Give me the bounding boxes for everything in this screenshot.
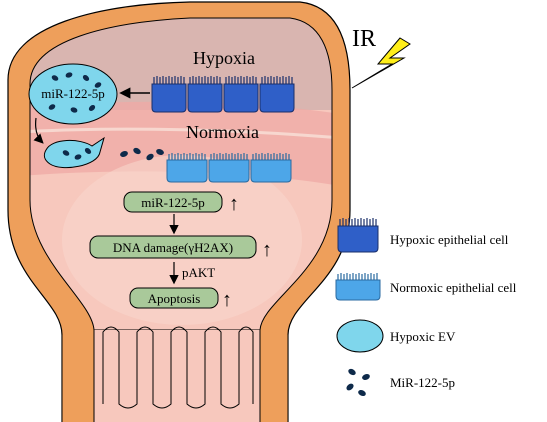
released-mirna-dots <box>62 147 164 161</box>
legend-item-mirna: MiR-122-5p <box>346 368 455 397</box>
hypoxic-ev-icon <box>336 319 384 353</box>
normoxic-epithelial-cell-icon <box>335 273 381 301</box>
legend-label-mirna: MiR-122-5p <box>390 375 455 390</box>
legend: Hypoxic epithelial cell Normoxic epithel… <box>335 218 517 397</box>
pathway-box-apoptosis <box>129 287 219 309</box>
legend-item-hypoxic-ev: Hypoxic EV <box>336 319 456 353</box>
intestinal-villi <box>102 326 254 409</box>
ev-transfer-arrow <box>33 117 44 144</box>
pathway-dna-damage-label: DNA damage(γH2AX) <box>113 240 233 255</box>
pathway-mirna-label: miR-122-5p <box>141 195 205 210</box>
ir-lightning-bolt-icon <box>351 37 411 89</box>
dna-damage-up-arrow: ↑ <box>262 239 272 261</box>
pakt-label: pAKT <box>182 265 215 280</box>
hypoxic-epithelial-cell-icon <box>337 218 379 253</box>
ir-label: IR <box>352 26 376 52</box>
pathway-box-dna-damage <box>89 235 257 259</box>
mirna-up-arrow: ↑ <box>229 193 239 215</box>
legend-label-hypoxic-ev: Hypoxic EV <box>390 329 456 344</box>
tissue-inner-outline <box>29 17 333 331</box>
ev-mirna-label: miR-122-5p <box>41 86 105 101</box>
legend-item-hypoxic-cell: Hypoxic epithelial cell <box>337 218 509 253</box>
legend-label-normoxic-cell: Normoxic epithelial cell <box>390 280 517 295</box>
mirna-dots-icon <box>346 368 370 397</box>
hypoxic-ev-bubble <box>28 63 118 125</box>
normoxia-label: Normoxia <box>186 122 259 142</box>
pathway-apoptosis-label: Apoptosis <box>148 291 201 306</box>
pathway-box-mirna <box>123 191 223 213</box>
apoptosis-up-arrow: ↑ <box>222 289 232 311</box>
hypoxia-label: Hypoxia <box>193 48 255 68</box>
fusing-ev-icon <box>43 136 105 169</box>
legend-label-hypoxic-cell: Hypoxic epithelial cell <box>390 232 509 247</box>
legend-item-normoxic-cell: Normoxic epithelial cell <box>335 273 517 301</box>
